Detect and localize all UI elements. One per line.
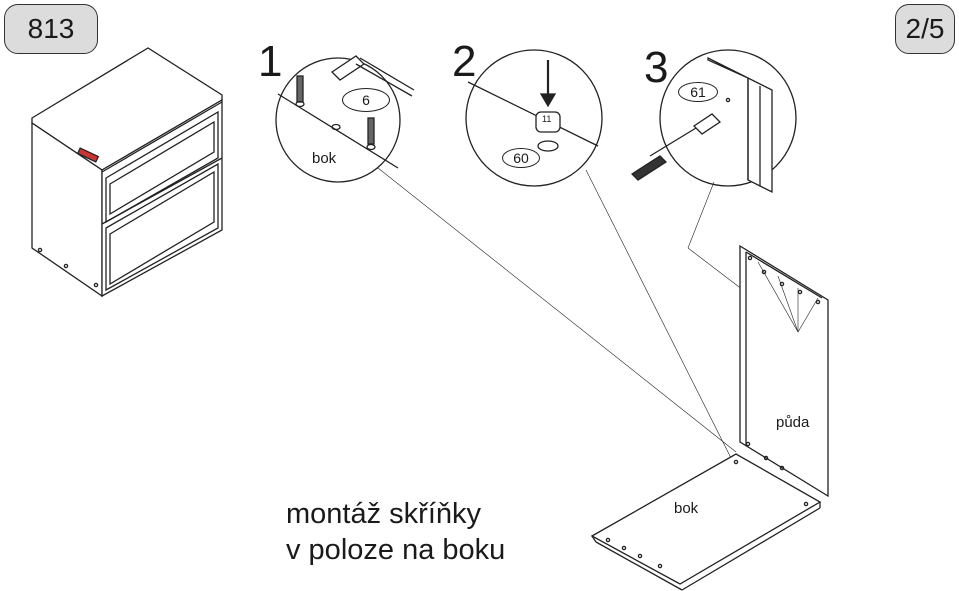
assembly-panels [590,244,829,591]
page-counter-badge: 2/5 [895,4,955,54]
callout-60: 60 [502,148,540,168]
title-line-1: montáž skříňky [286,498,481,530]
step-number-3: 3 [644,43,669,92]
step1-part-label: bok [312,150,337,167]
top-panel-label: půda [776,414,810,431]
cabinet-illustration [31,47,223,298]
instruction-title: montáž skříňky v poloze na boku [286,496,505,568]
step-number-2: 2 [452,37,477,86]
callout-61: 61 [678,82,718,102]
title-line-2: v poloze na boku [286,534,506,566]
model-number-badge: 813 [4,4,98,54]
step2-detail [465,49,733,461]
callout-6: 6 [342,88,390,112]
part-marking: 11 [542,114,552,124]
step-number-1: 1 [258,37,283,86]
bottom-panel-label: bok [674,500,699,517]
